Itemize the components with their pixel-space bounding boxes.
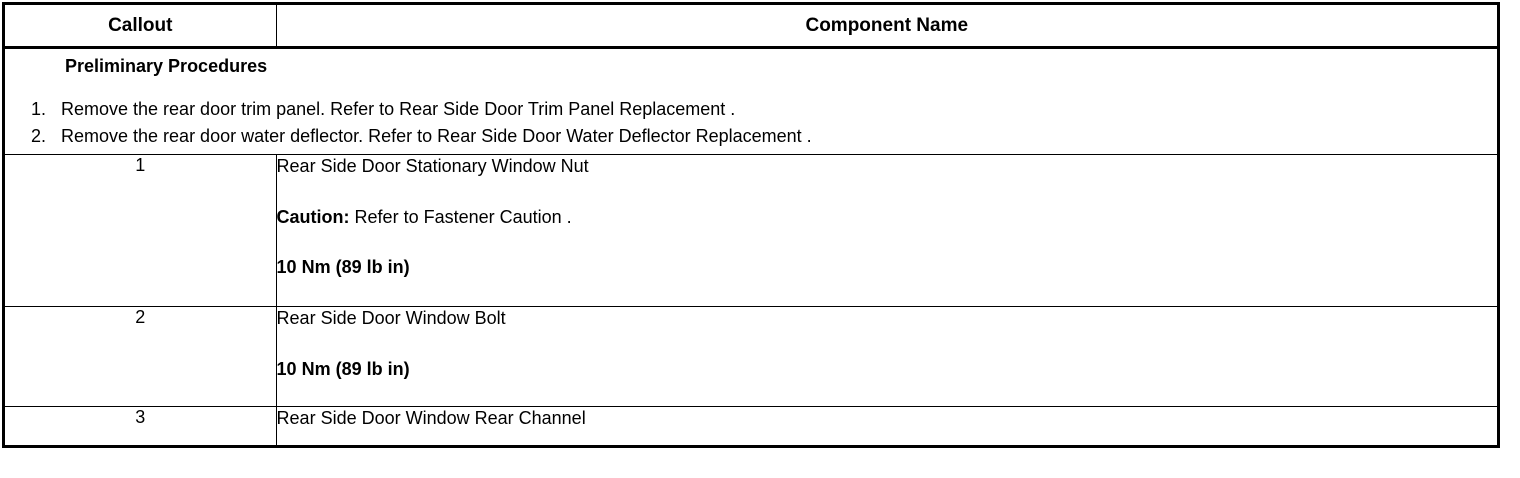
step-number: 1. bbox=[31, 98, 47, 119]
preliminary-procedures-row: Preliminary Procedures 1. Remove the rea… bbox=[3, 46, 1499, 156]
callout-number: 1 bbox=[3, 154, 277, 308]
preliminary-procedures-cell: Preliminary Procedures 1. Remove the rea… bbox=[3, 46, 1499, 156]
step-text: Remove the rear door trim panel. Refer t… bbox=[61, 98, 736, 119]
table-row: 2 Rear Side Door Window Bolt 10 Nm (89 l… bbox=[3, 306, 1500, 408]
preliminary-procedures-title: Preliminary Procedures bbox=[65, 56, 268, 76]
component-description: Rear Side Door Stationary Window Nut Cau… bbox=[275, 154, 1500, 308]
torque-spec: 10 Nm (89 lb in) bbox=[276, 358, 410, 379]
component-description: Rear Side Door Window Bolt 10 Nm (89 lb … bbox=[275, 306, 1500, 408]
callout-number: 3 bbox=[3, 406, 277, 448]
header-component-name: Component Name bbox=[275, 3, 1500, 49]
list-item: 2. Remove the rear door water deflector.… bbox=[31, 123, 1497, 150]
caution-label: Caution: bbox=[276, 206, 350, 227]
table-header-row: Callout Component Name bbox=[3, 3, 1500, 49]
preliminary-steps-list: 1. Remove the rear door trim panel. Refe… bbox=[5, 96, 1497, 151]
header-callout: Callout bbox=[3, 3, 277, 49]
caution-note: Caution: Refer to Fastener Caution . bbox=[277, 206, 1497, 229]
component-name-text: Rear Side Door Stationary Window Nut bbox=[276, 156, 589, 177]
component-name-text: Rear Side Door Window Bolt bbox=[276, 308, 506, 329]
caution-text: Refer to Fastener Caution . bbox=[354, 206, 572, 227]
table-row: 3 Rear Side Door Window Rear Channel bbox=[3, 406, 1500, 448]
list-item: 1. Remove the rear door trim panel. Refe… bbox=[31, 96, 1497, 123]
component-name-text: Rear Side Door Window Rear Channel bbox=[276, 408, 586, 429]
table-row: 1 Rear Side Door Stationary Window Nut C… bbox=[3, 154, 1500, 308]
step-text: Remove the rear door water deflector. Re… bbox=[61, 125, 812, 146]
torque-spec: 10 Nm (89 lb in) bbox=[276, 257, 410, 277]
component-description: Rear Side Door Window Rear Channel bbox=[275, 406, 1500, 448]
callout-number: 2 bbox=[3, 306, 277, 408]
step-number: 2. bbox=[31, 125, 47, 146]
component-callout-table: Callout Component Name Preliminary Proce… bbox=[2, 2, 1500, 449]
